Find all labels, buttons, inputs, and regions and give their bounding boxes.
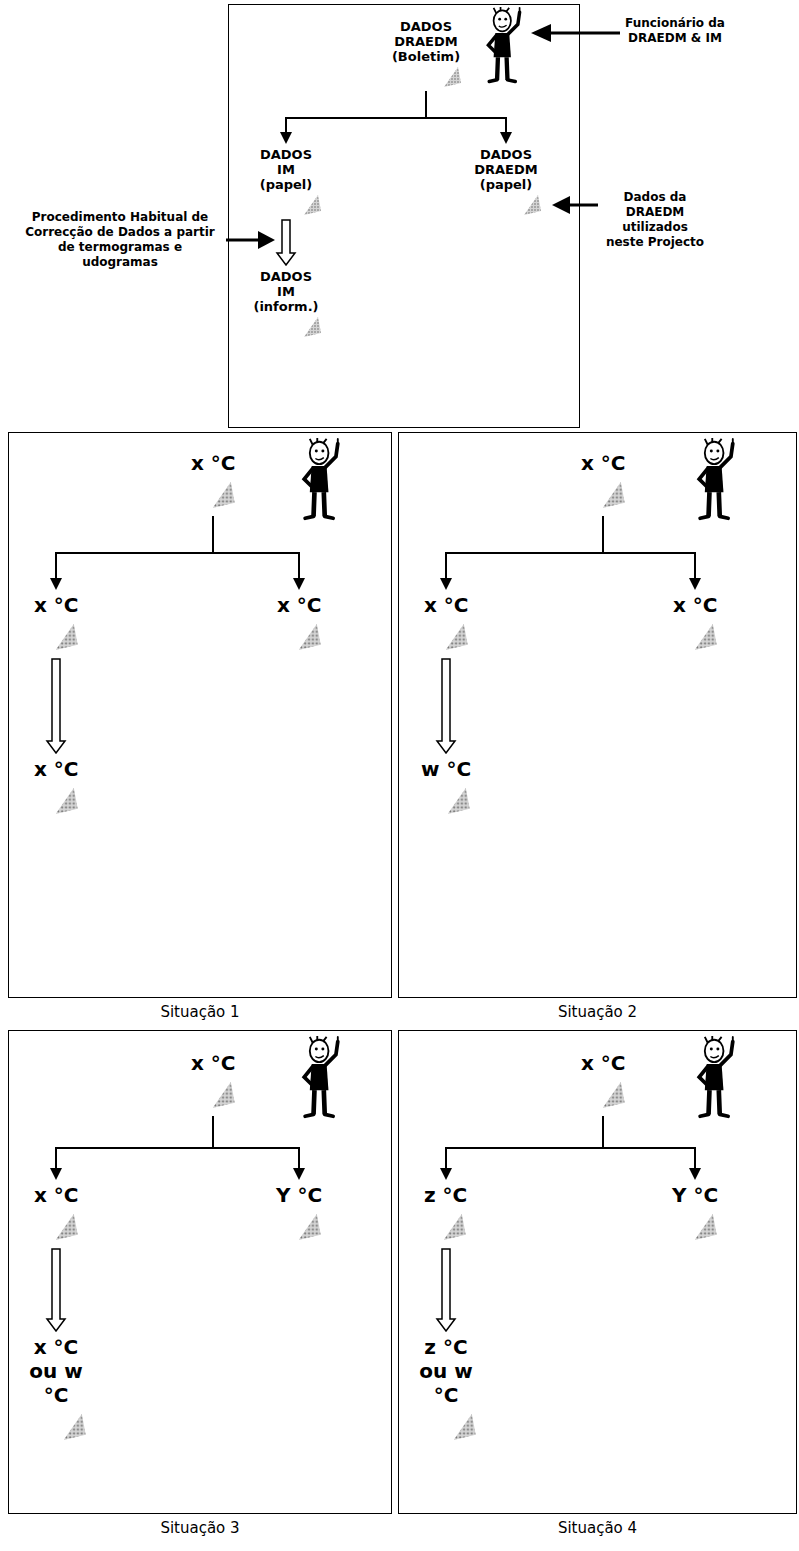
diagram-frame: DADOS DRAEDM (Boletim) DADOS IM (papel) DA… <box>228 4 580 428</box>
data-label: DADOS IM (inform.) <box>250 269 322 314</box>
paper-icon <box>296 1209 322 1245</box>
paper-icon <box>451 1409 477 1445</box>
data-item: x °C <box>669 591 722 657</box>
stick-figure <box>699 1036 733 1116</box>
branch-arrow <box>280 91 426 144</box>
callout-note: Dados da DRAEDM utilizados neste Project… <box>605 190 705 250</box>
stick-figure <box>304 438 338 518</box>
callout-note: Procedimento Habitual de Correcção de Da… <box>20 210 220 270</box>
data-label: x °C <box>34 593 79 617</box>
branch-arrow <box>603 1116 701 1180</box>
data-item: x °C <box>273 591 326 657</box>
paper-icon <box>302 194 322 216</box>
correction-arrow <box>47 659 65 753</box>
callout-note: Funcionário da DRAEDM & IM <box>625 16 725 46</box>
data-item: DADOS DRAEDM (papel) <box>466 145 546 218</box>
data-item: DADOS IM (papel) <box>246 145 326 218</box>
correction-arrow <box>437 659 455 753</box>
paper-icon <box>53 783 79 819</box>
panel-caption: Situação 3 <box>9 1519 391 1537</box>
data-label: DADOS IM (papel) <box>250 147 322 192</box>
data-item: Y °C <box>668 1181 722 1247</box>
paper-icon <box>53 1209 79 1245</box>
paper-icon <box>445 783 471 819</box>
branch-arrow <box>213 1116 305 1180</box>
branch-arrow <box>50 1116 213 1180</box>
data-item: x °C <box>187 449 240 515</box>
data-item: z °C <box>420 1181 471 1247</box>
data-label: x °C <box>191 1051 236 1075</box>
stick-figure <box>699 438 733 518</box>
data-item: DADOS DRAEDM (Boletim) <box>386 17 466 90</box>
paper-icon <box>443 619 469 655</box>
data-label: x °C <box>191 451 236 475</box>
data-item: x °C <box>30 755 83 821</box>
branch-arrow <box>426 91 512 144</box>
data-item: x °C ou w °C <box>21 1333 91 1447</box>
data-label: x °C <box>581 451 626 475</box>
paper-icon <box>210 1077 236 1113</box>
data-label: x °C <box>673 593 718 617</box>
data-label: x °C <box>34 757 79 781</box>
branch-arrow <box>50 516 213 590</box>
correction-arrow <box>47 1249 65 1331</box>
data-item: x °C <box>30 1181 83 1247</box>
data-label: DADOS DRAEDM (papel) <box>470 147 542 192</box>
data-label: x °C <box>34 1183 79 1207</box>
panel-caption: Situação 4 <box>399 1519 796 1537</box>
paper-icon <box>442 66 462 88</box>
stick-figure <box>304 1036 338 1116</box>
data-label: z °C <box>424 1183 467 1207</box>
situation-panel: Situação 4x °Cz °CY °Cz °C ou w °C <box>398 1030 797 1514</box>
data-label: x °C ou w °C <box>25 1335 87 1407</box>
data-label: x °C <box>277 593 322 617</box>
panel-caption: Situação 1 <box>9 1003 391 1021</box>
panel-caption: Situação 2 <box>399 1003 796 1021</box>
leader-arrow <box>531 24 620 42</box>
leader-arrow <box>552 196 598 214</box>
correction-arrow <box>277 220 295 265</box>
paper-icon <box>441 1209 467 1245</box>
stick-figure <box>488 7 519 82</box>
branch-arrow <box>440 516 603 590</box>
data-item: w °C <box>417 755 475 821</box>
branch-arrow <box>213 516 305 590</box>
paper-icon <box>210 477 236 513</box>
paper-icon <box>600 477 626 513</box>
data-item: z °C ou w °C <box>411 1333 481 1447</box>
data-label: Y °C <box>672 1183 718 1207</box>
data-label: x °C <box>581 1051 626 1075</box>
leader-arrow <box>226 231 275 249</box>
data-item: DADOS IM (inform.) <box>246 267 326 340</box>
data-item: x °C <box>187 1049 240 1115</box>
data-label: z °C ou w °C <box>415 1335 477 1407</box>
paper-icon <box>302 316 322 338</box>
data-item: x °C <box>577 449 630 515</box>
data-item: Y °C <box>272 1181 326 1247</box>
situation-panel: Situação 3x °Cx °CY °Cx °C ou w °C <box>8 1030 392 1514</box>
paper-icon <box>692 1209 718 1245</box>
data-label: w °C <box>421 757 471 781</box>
paper-icon <box>61 1409 87 1445</box>
paper-icon <box>600 1077 626 1113</box>
data-label: x °C <box>424 593 469 617</box>
data-item: x °C <box>420 591 473 657</box>
branch-arrow <box>440 1116 603 1180</box>
paper-icon <box>692 619 718 655</box>
data-item: x °C <box>30 591 83 657</box>
paper-icon <box>53 619 79 655</box>
paper-icon <box>296 619 322 655</box>
correction-arrow <box>437 1249 455 1331</box>
data-label: DADOS DRAEDM (Boletim) <box>390 19 462 64</box>
paper-icon <box>522 194 542 216</box>
branch-arrow <box>603 516 701 590</box>
data-label: Y °C <box>276 1183 322 1207</box>
data-item: x °C <box>577 1049 630 1115</box>
situation-panel: Situação 1x °Cx °Cx °Cx °C <box>8 432 392 998</box>
situation-panel: Situação 2x °Cx °Cx °Cw °C <box>398 432 797 998</box>
